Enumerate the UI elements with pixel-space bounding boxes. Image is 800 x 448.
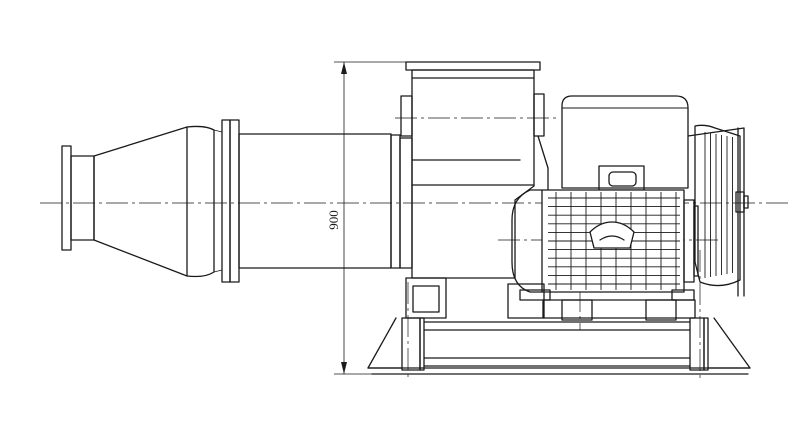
motor-terminal-box [598,165,645,191]
pulley-grooves [704,132,733,278]
pulley-hub [735,191,749,213]
bearing-housing [561,95,689,189]
motor-cooling-fins [548,192,680,290]
straight-duct [238,133,392,269]
housing-flange [390,134,413,269]
height-dimension: 900 [326,61,406,375]
base-frame [367,277,751,375]
motor-lifting-eye [589,221,635,249]
conical-transition [93,125,223,278]
inlet-flange [61,145,95,251]
fan-housing [400,61,549,279]
middle-flange [221,119,240,283]
height-dimension-label: 900 [326,210,341,230]
